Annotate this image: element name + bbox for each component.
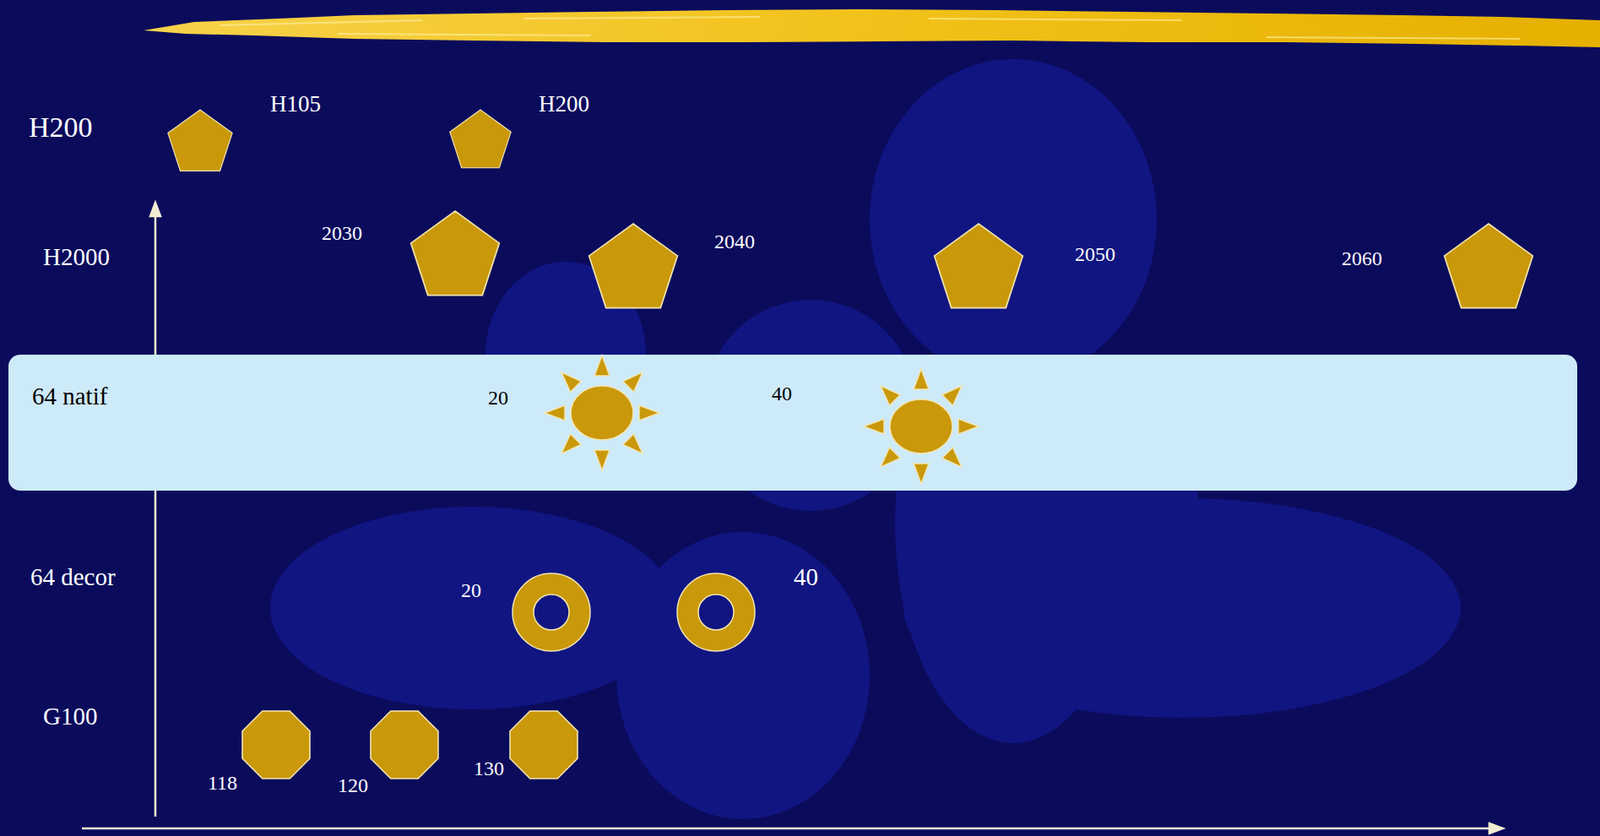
pentagon-symbol [450,109,511,169]
octagon-symbol [509,710,578,779]
value-label: 20 [461,578,482,603]
year-label: 2040 [714,229,755,255]
ring-symbol [512,573,591,651]
value-label: 130 [473,756,505,782]
row-label: 64 decor [30,562,116,592]
pentagon-symbol [934,223,1024,309]
sun-symbol [544,355,660,471]
symbol-label: H105 [270,90,321,118]
axis-arrowhead [1489,823,1503,834]
row-label: 64 natif [32,381,108,412]
octagon-symbol [370,710,439,779]
vertical-axis [154,212,158,817]
band-region: 64 natif [8,354,1578,491]
axis-arrowhead [150,202,161,217]
year-label: 2060 [1341,246,1383,272]
octagon-symbol [242,710,310,779]
value-label: 118 [207,770,238,796]
value-label: 20 [488,385,509,411]
value-label: 40 [771,381,792,407]
pentagon-symbol [411,211,500,296]
year-label: 2050 [1074,242,1116,267]
row-label: H200 [28,110,93,146]
row-label: H2000 [43,242,110,272]
sun-symbol [863,368,979,484]
row-label: G100 [43,701,98,732]
value-label: 120 [337,773,369,798]
brush-stroke-texture [219,16,1520,39]
value-label: 40 [793,562,819,592]
horizontal-axis [81,827,1492,830]
year-label: 2030 [321,221,363,246]
pentagon-symbol [1444,223,1534,309]
axes [81,202,1503,834]
brush-stroke [143,9,1600,48]
ring-symbol [677,573,755,651]
pentagon-symbol [589,223,678,309]
pentagon-symbol [168,109,233,171]
symbol-label: H200 [538,90,590,118]
